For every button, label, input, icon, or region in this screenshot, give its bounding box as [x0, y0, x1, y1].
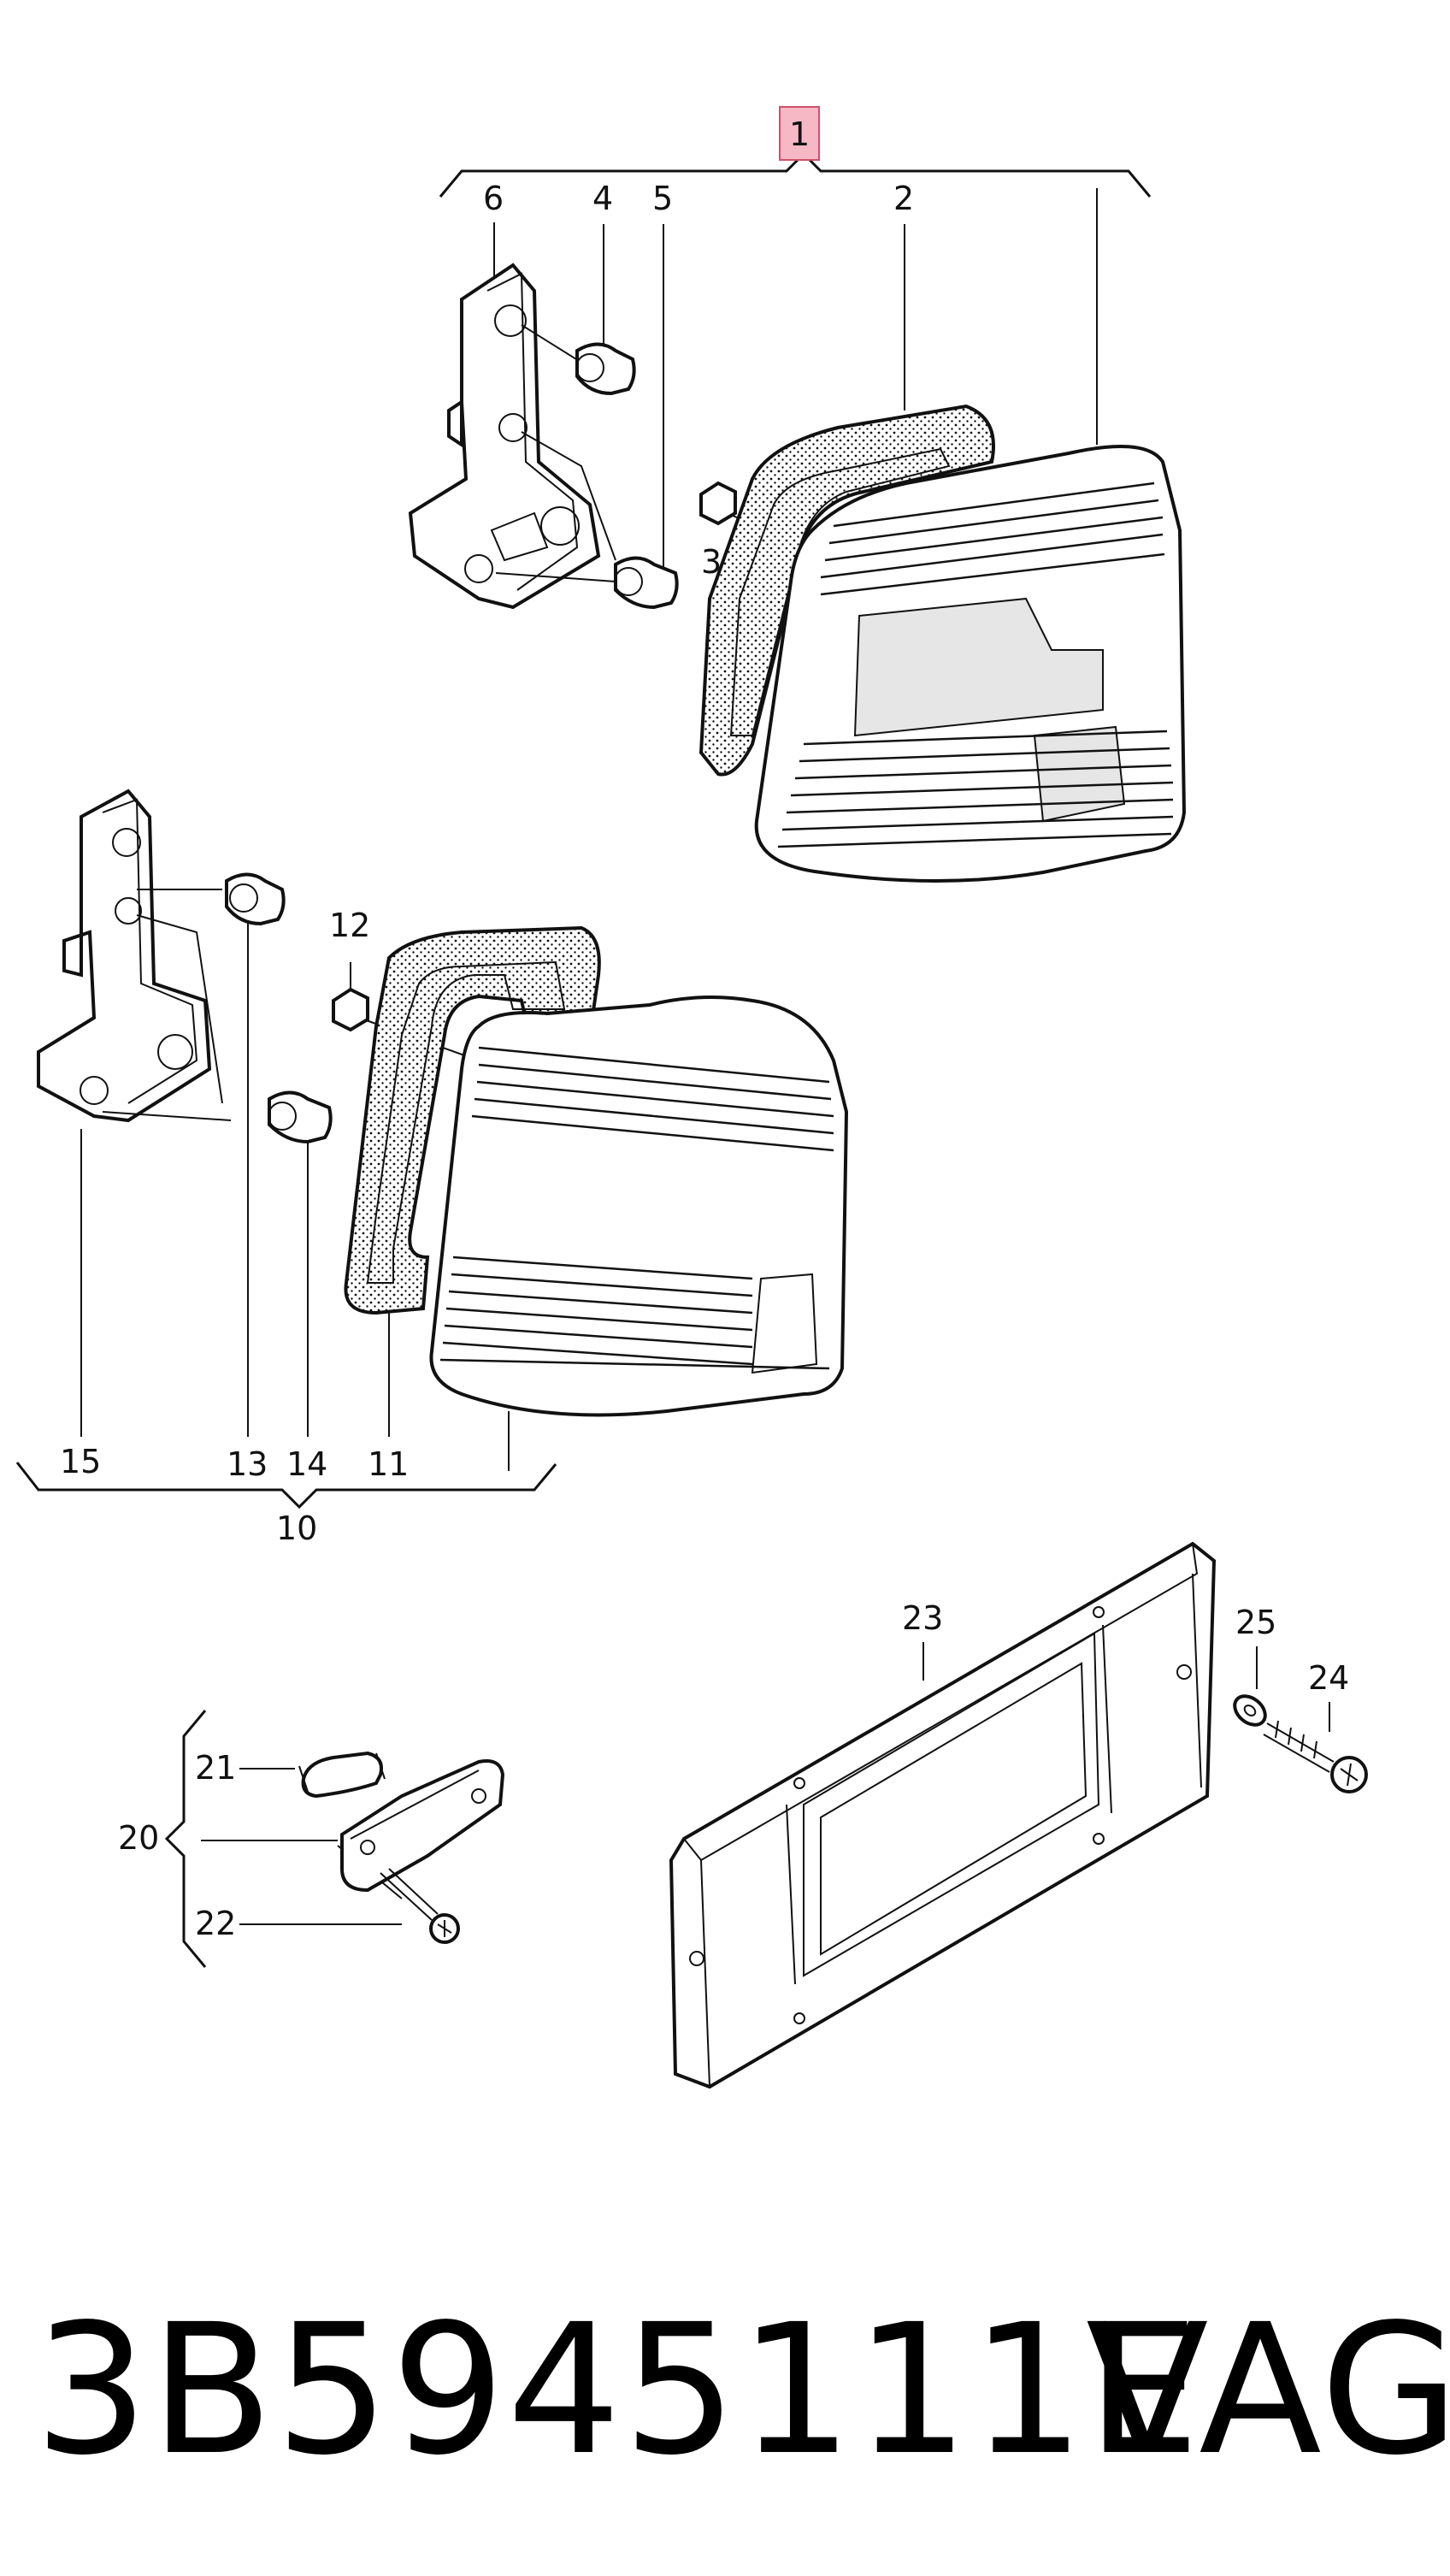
callout-12: 12: [329, 907, 370, 944]
callout-2: 2: [893, 180, 914, 217]
washer-25: [1233, 1694, 1267, 1727]
callout-1-highlight: [779, 106, 820, 161]
callout-14: 14: [286, 1445, 327, 1483]
bulb-14: [268, 1090, 333, 1144]
screw-24: [1263, 1720, 1368, 1793]
callout-15: 15: [60, 1443, 101, 1480]
gasket-2: [698, 404, 995, 777]
callout-13: 13: [227, 1445, 268, 1483]
callout-1: 1: [789, 115, 810, 153]
callout-4: 4: [592, 180, 613, 217]
bulb-4: [575, 342, 636, 396]
tail-light-lens-1: [754, 445, 1187, 883]
callout-11: 11: [368, 1445, 409, 1483]
top-tail-light-group: 1 6 4 5 2 3: [408, 106, 1187, 883]
nut-3: [699, 481, 737, 526]
part-number: 3B5945111E: [34, 2285, 1202, 2495]
license-plate-panel-group: 23 25 24: [669, 1541, 1368, 2089]
tail-light-lens-10: [429, 996, 849, 1417]
callout-24: 24: [1308, 1659, 1349, 1697]
callout-25: 25: [1235, 1604, 1276, 1641]
callout-20: 20: [118, 1819, 159, 1857]
callout-21: 21: [195, 1749, 236, 1787]
lamp-housing-20: [340, 1759, 505, 1893]
callout-23: 23: [902, 1599, 943, 1637]
license-plate-panel-23: [669, 1541, 1217, 2089]
bulb-holder-6: [408, 263, 616, 610]
callout-5: 5: [652, 180, 673, 217]
bulb-holder-15: [37, 789, 232, 1123]
festoon-bulb-21: [298, 1751, 386, 1799]
callout-6: 6: [483, 180, 504, 217]
callout-22: 22: [195, 1905, 236, 1942]
brand-name: VAG: [1086, 2285, 1450, 2495]
bulb-5: [614, 556, 679, 610]
nut-12: [332, 987, 369, 1032]
screw-22: [380, 1868, 460, 1944]
callout-10: 10: [276, 1510, 317, 1547]
bracket-20: [164, 1710, 207, 1968]
license-lamp-group: 20 21 22: [118, 1710, 505, 1968]
bracket-10: [15, 1462, 557, 1510]
middle-tail-light-group: 10 15 13 14 11 12: [15, 789, 849, 1547]
bulb-13: [225, 872, 286, 926]
